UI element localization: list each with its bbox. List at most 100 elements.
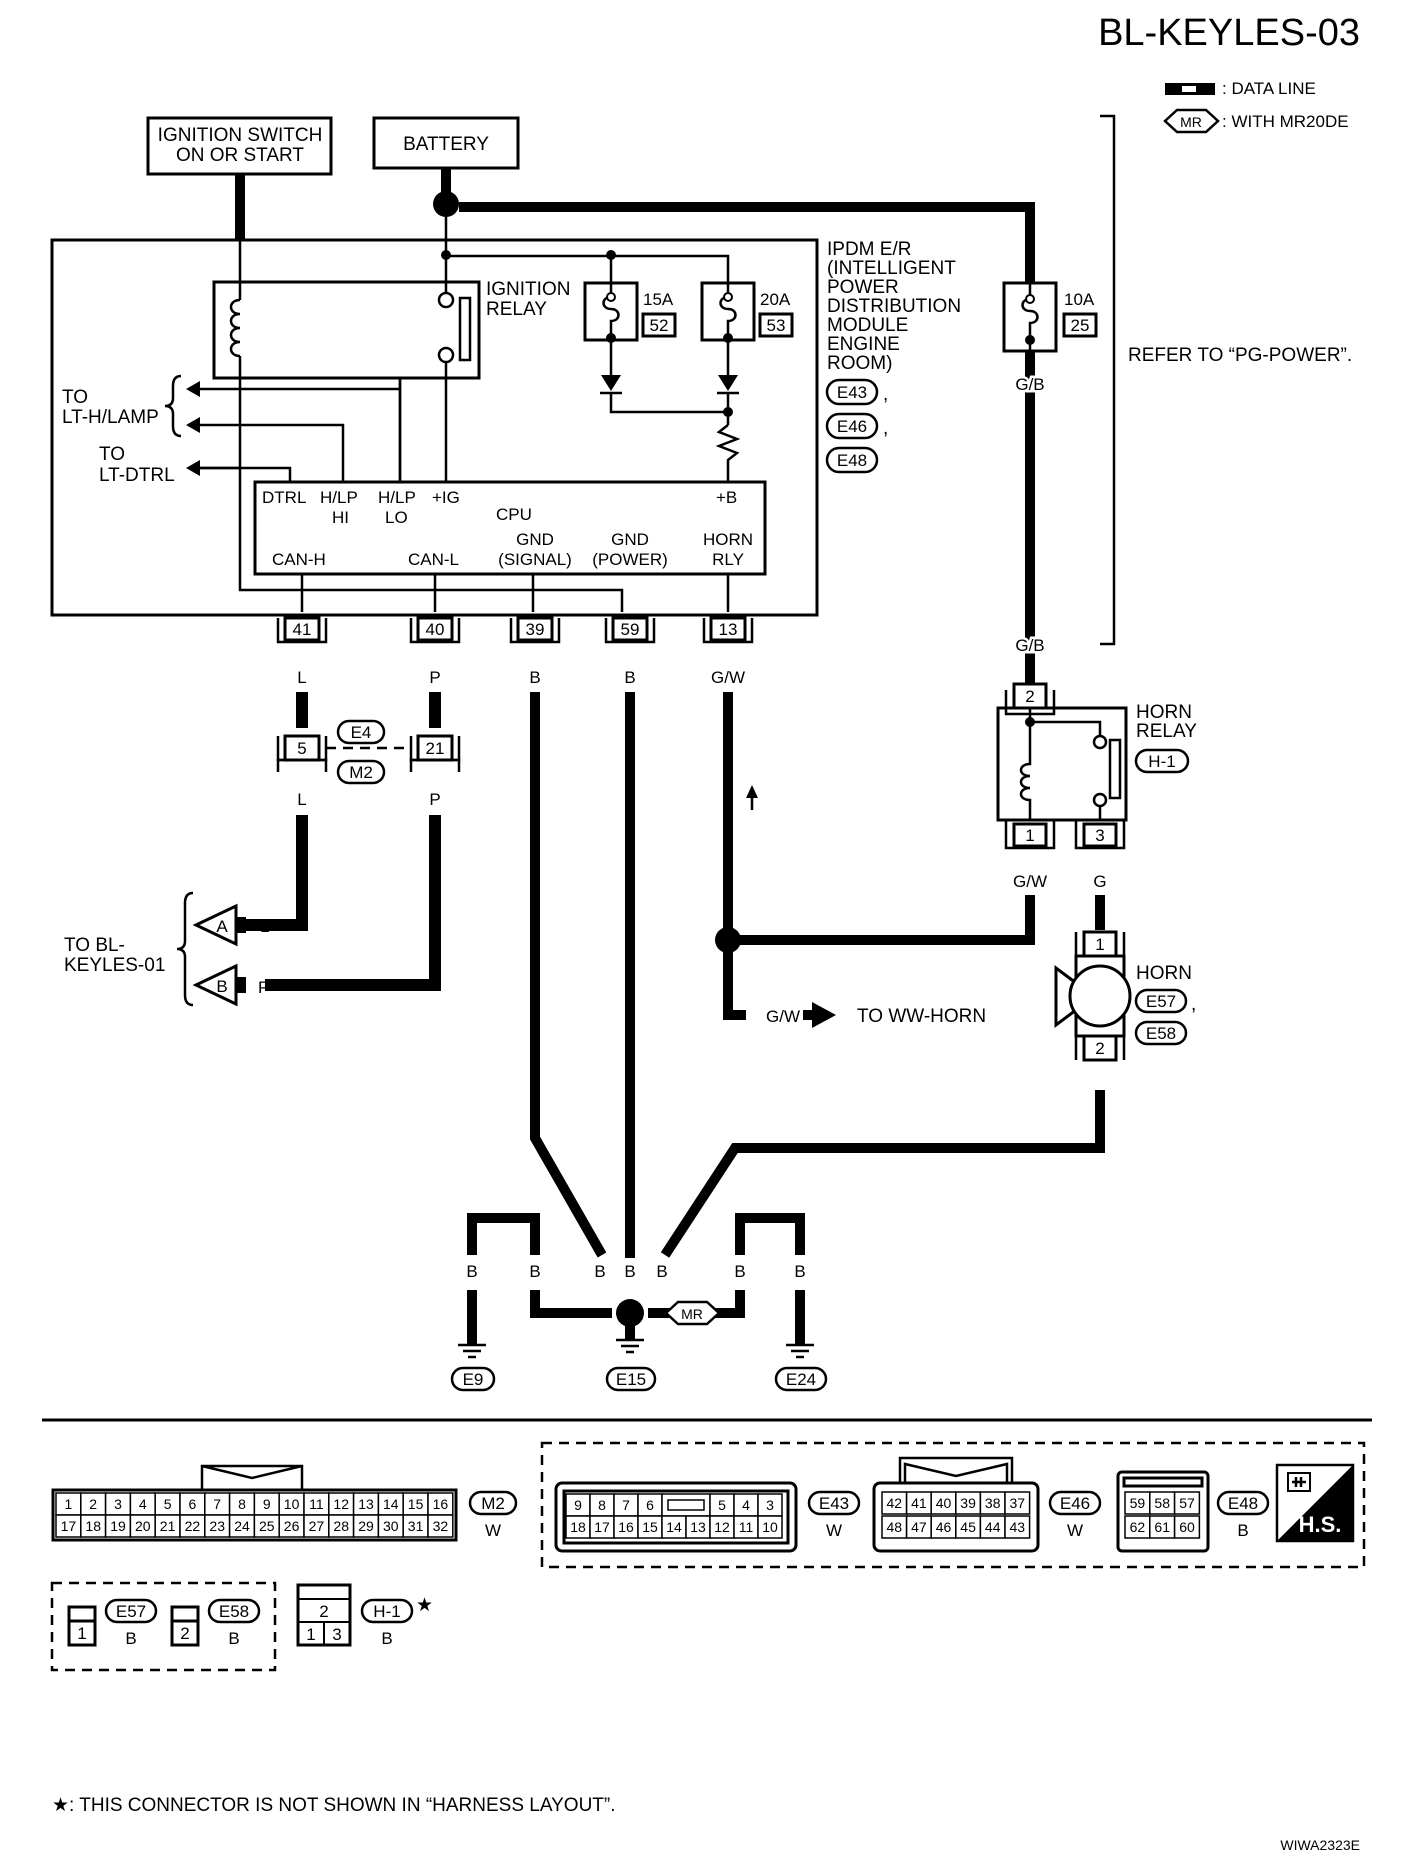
svg-text:,: , [883,418,888,439]
pin-number: 19 [110,1518,126,1534]
pin-number: 14 [383,1496,399,1512]
svg-text:1: 1 [306,1625,315,1644]
ignition-relay-label-2: RELAY [486,299,547,320]
pin-number: 4 [742,1497,750,1513]
pin-number: 11 [739,1519,754,1535]
pin-number: 27 [309,1518,325,1534]
wire-label-B-e9: B [466,1262,477,1281]
fuse-10a-num: 25 [1071,316,1090,335]
pin-number: 26 [284,1518,300,1534]
horn-label: HORN [1136,963,1192,984]
wire-label-GW-13: G/W [711,668,745,687]
svg-text:IPDM E/R: IPDM E/R [827,239,911,260]
hs-badge-icon: H.S. [1275,1463,1355,1543]
diode-icon [600,375,739,395]
wire-label-B-e: B [734,1262,745,1281]
pin-number: 57 [1179,1495,1195,1511]
data-line-legend-icon [1165,83,1215,95]
to-keyles-1: TO BL- [64,935,125,956]
wire-label-P-2: P [429,790,440,809]
wire-label-G: G [1093,872,1106,891]
svg-text:(INTELLIGENT: (INTELLIGENT [827,258,956,279]
pin-number: 24 [234,1518,250,1534]
svg-text:E57: E57 [1146,992,1176,1011]
svg-text:E43: E43 [837,383,867,402]
terminal-40: 40 [409,616,461,644]
svg-text:5: 5 [297,739,306,758]
pin-number: 44 [985,1519,1001,1535]
wire-label-B-e24: B [794,1262,805,1281]
pin-number: 9 [263,1496,271,1512]
svg-text:3: 3 [1095,826,1104,845]
horn-relay: 2 1 3 [996,682,1128,850]
pin-number: 14 [666,1519,682,1535]
data-line-legend-text: : DATA LINE [1222,79,1316,98]
wire-label-B-a: B [529,1262,540,1281]
svg-text:H-1: H-1 [1148,752,1175,771]
connector-tag-e48: E48 B [1216,1490,1270,1540]
to-ww-horn: TO WW-HORN [857,1006,986,1027]
pin-number: 40 [936,1495,952,1511]
pin-number: 17 [61,1518,77,1534]
svg-text:H.S.: H.S. [1299,1512,1342,1537]
horn-connector-e57: E57 , [1134,988,1196,1015]
svg-text:E4: E4 [351,723,372,742]
wire-label-B-d: B [656,1262,667,1281]
horn-relay-connector: H-1 [1134,748,1190,774]
svg-text:E43: E43 [819,1494,849,1513]
can-data-lines [245,692,441,991]
wire-label-P-3: P [258,978,269,997]
pin-cell [1004,1515,1031,1539]
svg-text:,: , [1191,994,1196,1015]
pin-number: 13 [690,1519,706,1535]
pin-number: 6 [646,1497,654,1513]
battery-box: BATTERY [372,116,520,170]
ignition-relay-label: IGNITION [486,279,570,300]
connector-tag-m2: M2 W [468,1490,518,1540]
ignition-relay-coil-icon [229,298,250,358]
connector-group-box [540,1441,1366,1569]
ground-e15: E15 [605,1366,657,1392]
connector-face-e58: 2 E58 B [170,1598,261,1648]
fuse-15a-num-box [641,312,677,338]
gb-label-2: G/B [1015,636,1044,655]
svg-text:M2: M2 [349,763,373,782]
svg-text:,: , [883,384,888,405]
mr-legend-tag: MR [1163,108,1220,134]
ground-wires [467,692,1105,1345]
pin-number: 61 [1154,1519,1170,1535]
svg-text:40: 40 [426,620,445,639]
svg-text:A: A [216,917,228,936]
fuse-15a-icon [583,281,639,343]
horn-icon: 1 2 [1054,930,1132,1062]
svg-text:B: B [228,1629,239,1648]
blank-pin-slot [667,1499,705,1511]
legend: : DATA LINE MR : WITH MR20DE [1163,79,1349,134]
svg-text:E48: E48 [837,451,867,470]
pin-number: 37 [1010,1495,1026,1511]
cpu-pin-lo: LO [385,508,408,527]
fuse-15a-num: 52 [650,316,669,335]
svg-text:1: 1 [1025,826,1034,845]
cpu-pin-power: (POWER) [592,550,668,569]
pin-cell [1173,1491,1201,1515]
fuse-10a-amp: 10A [1064,290,1095,309]
svg-text:59: 59 [621,620,640,639]
svg-text:MR: MR [681,1306,703,1322]
pin-number: 42 [887,1495,903,1511]
pin-number: 38 [985,1495,1001,1511]
pin-number: 3 [114,1496,122,1512]
cpu-pin-hlp-hi: H/LP [320,488,358,507]
pin-number: 43 [1010,1519,1026,1535]
svg-text:E57: E57 [116,1602,146,1621]
svg-text:1: 1 [77,1624,86,1643]
cpu-pin-hi: HI [332,508,349,527]
fuse-20a-num: 53 [767,316,786,335]
ground-e9: E9 [450,1366,496,1392]
gw-wire [715,692,1035,1020]
cpu-terminal-wires [300,574,730,612]
pin-number: 10 [762,1519,778,1535]
wire-label-B-39: B [529,668,540,687]
